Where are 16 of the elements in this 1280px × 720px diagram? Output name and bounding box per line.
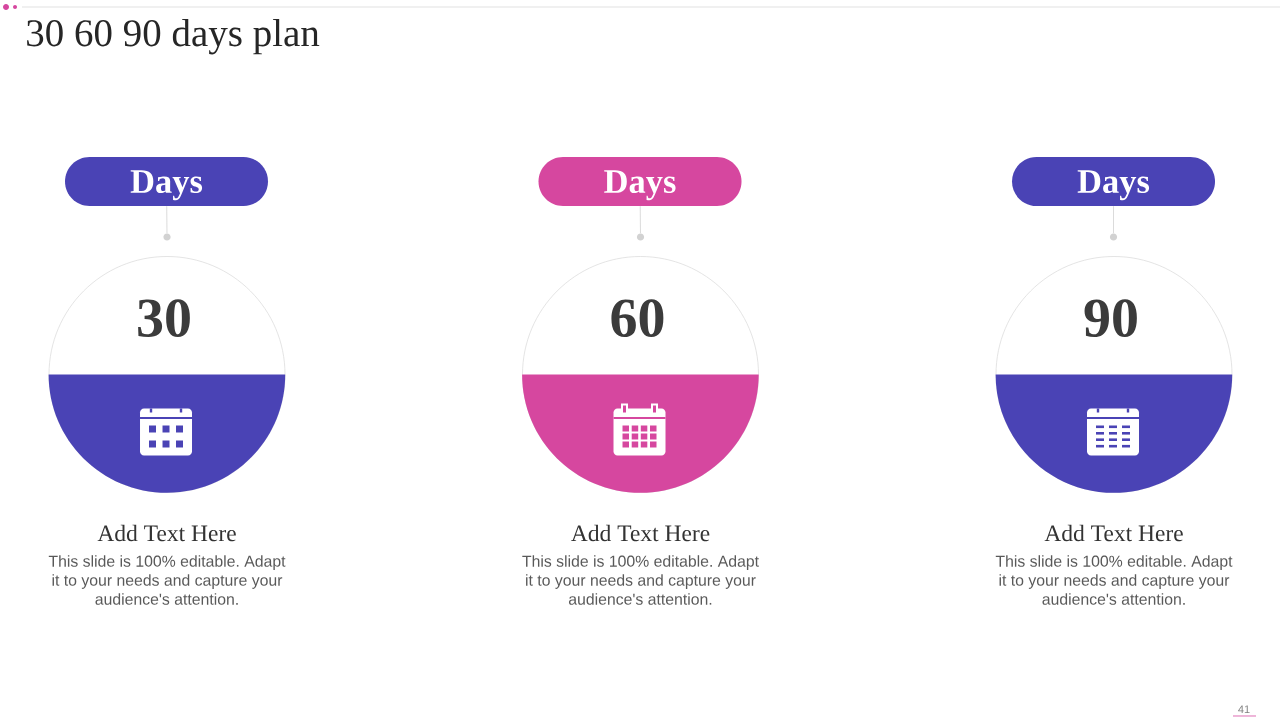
slide-title: 30 60 90 days plan (27, 18, 320, 55)
connector-line (639, 205, 641, 234)
day-number: 30 (138, 299, 190, 338)
page-number: 41 (1238, 705, 1250, 713)
connector-line (1113, 205, 1114, 234)
day-number: 60 (611, 299, 664, 338)
item-description: This slide is 100% editable. Adapt it to your needs and capture your audience's attention. (995, 555, 1233, 605)
day-number: 90 (1084, 299, 1137, 338)
item-heading: Add Text Here (571, 524, 710, 542)
days-pill: Days (1012, 157, 1215, 206)
item-description: This slide is 100% editable. Adapt it to your needs and capture your audience's attention. (522, 555, 759, 605)
days-pill: Days (538, 157, 742, 206)
item-heading: Add Text Here (1044, 524, 1183, 542)
item-description: This slide is 100% editable. Adapt it to your needs and capture your audience's attention. (48, 555, 286, 605)
item-heading: Add Text Here (97, 524, 236, 542)
days-pill: Days (65, 157, 268, 206)
